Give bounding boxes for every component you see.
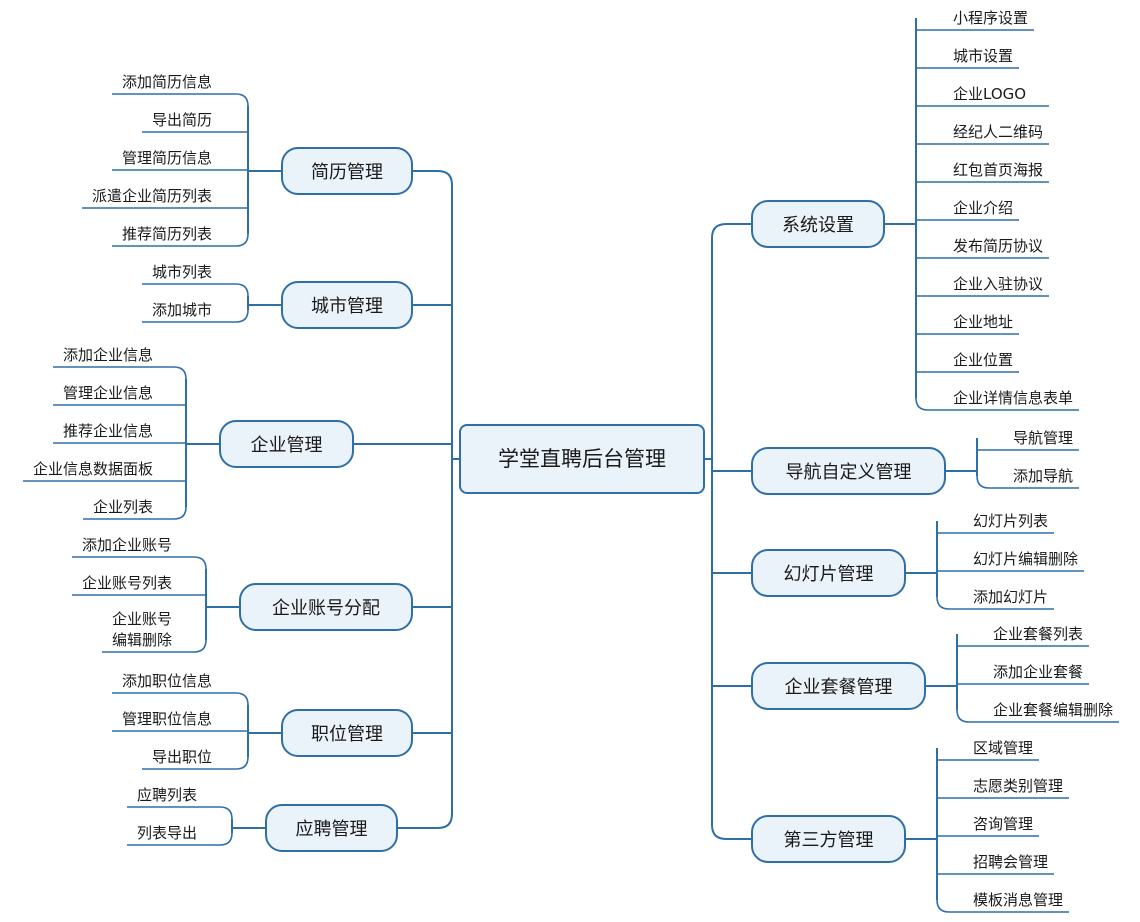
leaf-label-b7-c0: 导航管理 xyxy=(1013,429,1073,447)
leaf-label-b10-c3: 招聘会管理 xyxy=(973,853,1048,871)
leaf-label-b3-c0: 添加企业账号 xyxy=(82,536,172,554)
leaf-line-b1-c1 xyxy=(142,309,249,323)
leaf-label-b3-c1: 企业账号列表 xyxy=(82,574,172,592)
leaf-label-b6-c2: 企业LOGO xyxy=(953,85,1026,103)
branch-node-b8: 幻灯片管理 xyxy=(751,549,906,597)
leaf-line-b9-c2 xyxy=(956,709,1119,723)
branch-label-b10: 第三方管理 xyxy=(784,830,874,851)
leaf-line-b1-c0 xyxy=(142,283,249,297)
leaf-label-b2-c3: 企业信息数据面板 xyxy=(33,460,153,478)
leaf-line-b4-c2 xyxy=(142,756,249,770)
leaf-label-b1-c1: 添加城市 xyxy=(152,301,212,319)
leaf-line-b2-c0 xyxy=(53,366,187,380)
connector-b10 xyxy=(711,824,752,840)
leaf-label-b6-c10: 企业详情信息表单 xyxy=(953,389,1073,407)
branch-label-b7: 导航自定义管理 xyxy=(786,462,912,483)
leaf-label-b5-c0: 应聘列表 xyxy=(137,786,197,804)
root-label: 学堂直聘后台管理 xyxy=(498,447,666,471)
branch-node-b2: 企业管理 xyxy=(219,420,354,468)
leaf-line-b0-c4 xyxy=(112,233,249,247)
leaf-line-b4-c0 xyxy=(112,692,249,706)
leaf-label-b7-c1: 添加导航 xyxy=(1013,467,1073,485)
leaf-label-b5-c1: 列表导出 xyxy=(137,824,197,842)
branch-node-b1: 城市管理 xyxy=(281,281,413,329)
leaf-label-b6-c7: 企业入驻协议 xyxy=(953,275,1043,293)
leaf-label-b2-c1: 管理企业信息 xyxy=(63,384,153,402)
leaf-label-b2-c2: 推荐企业信息 xyxy=(63,422,153,440)
leaf-label-b10-c1: 志愿类别管理 xyxy=(973,777,1063,795)
leaf-label-b10-c2: 咨询管理 xyxy=(973,815,1033,833)
leaf-line-b8-c2 xyxy=(936,596,1054,610)
root-node: 学堂直聘后台管理 xyxy=(459,424,705,494)
leaf-label-b0-c4: 推荐简历列表 xyxy=(122,225,212,243)
leaf-label-b8-c1: 幻灯片编辑删除 xyxy=(973,550,1078,568)
branch-label-b1: 城市管理 xyxy=(311,296,383,317)
leaf-label-b2-c0: 添加企业信息 xyxy=(63,346,153,364)
leaf-label-b4-c0: 添加职位信息 xyxy=(122,672,212,690)
leaf-line-b6-c10 xyxy=(915,397,1079,411)
connector-b6 xyxy=(711,223,752,239)
leaf-label-b6-c0: 小程序设置 xyxy=(953,9,1028,27)
leaf-label-b6-c5: 企业介绍 xyxy=(953,199,1013,217)
branch-label-b9: 企业套餐管理 xyxy=(785,677,893,698)
connector-b0 xyxy=(412,170,453,186)
leaf-line-b10-c4 xyxy=(936,899,1069,913)
branch-node-b6: 系统设置 xyxy=(751,200,885,248)
branch-label-b2: 企业管理 xyxy=(251,435,323,456)
branch-node-b5: 应聘管理 xyxy=(265,804,398,852)
leaf-label-b6-c9: 企业位置 xyxy=(953,351,1013,369)
leaf-line-b5-c0 xyxy=(127,806,233,820)
leaf-label-b6-c8: 企业地址 xyxy=(953,313,1013,331)
leaf-label-b0-c2: 管理简历信息 xyxy=(122,149,212,167)
branch-node-b0: 简历管理 xyxy=(281,147,413,195)
leaf-line-b7-c1 xyxy=(976,475,1079,489)
leaf-label-b0-c0: 添加简历信息 xyxy=(122,73,212,91)
leaf-label-b8-c0: 幻灯片列表 xyxy=(973,512,1048,530)
leaf-label-b9-c0: 企业套餐列表 xyxy=(993,625,1083,643)
leaf-label-b4-c1: 管理职位信息 xyxy=(122,710,212,728)
branch-label-b4: 职位管理 xyxy=(311,724,383,745)
leaf-label-b4-c2: 导出职位 xyxy=(152,748,212,766)
leaf-label-b6-c3: 经纪人二维码 xyxy=(953,123,1043,141)
leaf-label-b9-c1: 添加企业套餐 xyxy=(993,663,1083,681)
leaf-label-b6-c4: 红包首页海报 xyxy=(953,161,1043,179)
branch-node-b7: 导航自定义管理 xyxy=(751,447,946,495)
branch-node-b9: 企业套餐管理 xyxy=(751,662,926,710)
leaf-label-b2-c4: 企业列表 xyxy=(93,498,153,516)
connector-b5 xyxy=(397,813,453,829)
leaf-line-b2-c4 xyxy=(83,506,187,520)
leaf-line-b5-c1 xyxy=(127,832,233,846)
leaf-label-b6-c1: 城市设置 xyxy=(953,47,1013,65)
leaf-line-b0-c0 xyxy=(112,93,249,107)
leaf-line-b3-c0 xyxy=(72,556,207,570)
leaf-label-b1-c0: 城市列表 xyxy=(152,263,212,281)
branch-label-b0: 简历管理 xyxy=(311,162,383,183)
branch-node-b10: 第三方管理 xyxy=(751,815,906,863)
branch-label-b5: 应聘管理 xyxy=(296,819,368,840)
leaf-label-b10-c0: 区域管理 xyxy=(973,739,1033,757)
branch-label-b8: 幻灯片管理 xyxy=(784,564,874,585)
branch-label-b3: 企业账号分配 xyxy=(272,598,380,619)
leaf-line-b3-c2 xyxy=(102,639,207,653)
leaf-label-b6-c6: 发布简历协议 xyxy=(953,237,1043,255)
branch-label-b6: 系统设置 xyxy=(782,215,854,236)
leaf-label-b9-c2: 企业套餐编辑删除 xyxy=(993,701,1113,719)
branch-node-b3: 企业账号分配 xyxy=(239,583,413,631)
leaf-label-b0-c3: 派遣企业简历列表 xyxy=(92,187,212,205)
leaf-label-b10-c4: 模板消息管理 xyxy=(973,891,1063,909)
leaf-label-b8-c2: 添加幻灯片 xyxy=(973,588,1048,606)
leaf-label-b0-c1: 导出简历 xyxy=(152,111,212,129)
leaf-label-b3-c2: 企业账号编辑删除 xyxy=(112,610,172,649)
branch-node-b4: 职位管理 xyxy=(281,709,413,757)
